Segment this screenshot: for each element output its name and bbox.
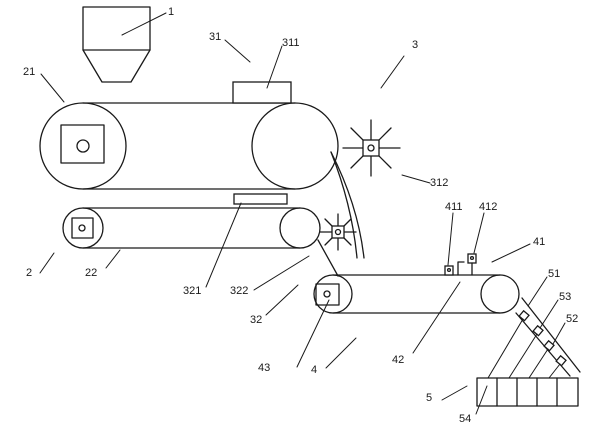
- press-block-middle: [233, 193, 288, 205]
- label-42: 42: [392, 354, 404, 366]
- sensor-411: [444, 265, 454, 276]
- small-guide: [317, 239, 339, 277]
- press-block-top: [232, 81, 292, 104]
- label-312: 312: [430, 177, 448, 189]
- label-54: 54: [459, 413, 471, 425]
- label-322: 322: [230, 285, 248, 297]
- label-412: 412: [479, 201, 497, 213]
- guide-plate-inner: [330, 151, 358, 259]
- sensor-412: [457, 253, 477, 276]
- label-2: 2: [26, 267, 32, 279]
- bottom-conveyor: [313, 274, 520, 314]
- large-pinwheel: [342, 119, 401, 177]
- sorting-chute: [487, 297, 581, 379]
- small-pinwheel: [319, 213, 357, 251]
- collection-bins: [476, 377, 579, 407]
- label-5: 5: [426, 392, 432, 404]
- label-43: 43: [258, 362, 270, 374]
- label-1: 1: [168, 6, 174, 18]
- label-3: 3: [412, 39, 418, 51]
- label-32: 32: [250, 314, 262, 326]
- leader-lines: [39, 12, 566, 415]
- label-41: 41: [533, 236, 545, 248]
- label-31: 31: [209, 31, 221, 43]
- upper-conveyor: [39, 102, 339, 190]
- label-21: 21: [23, 66, 35, 78]
- reference-numerals: 1 21 31 311 3 312 2 22 321 322 32 43 4 4…: [23, 6, 578, 425]
- label-411: 411: [445, 201, 463, 213]
- label-51: 51: [548, 268, 560, 280]
- label-22: 22: [85, 267, 97, 279]
- hopper: [82, 6, 151, 83]
- label-53: 53: [559, 291, 571, 303]
- label-52: 52: [566, 313, 578, 325]
- label-321: 321: [183, 285, 201, 297]
- label-311: 311: [282, 37, 300, 49]
- lower-conveyor: [62, 207, 321, 249]
- guide-plate: [330, 151, 365, 259]
- label-4: 4: [311, 364, 317, 376]
